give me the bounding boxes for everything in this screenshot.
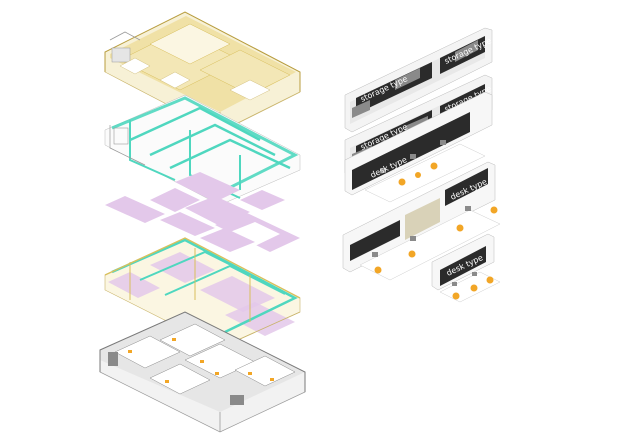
- storage-type-panel-1: storage type storage type: [344, 27, 493, 133]
- desk-type-panel-1: desk type: [344, 91, 493, 203]
- top-structure-layer: [104, 11, 301, 133]
- desk-type-panel-2: desk type: [342, 161, 501, 281]
- circulation-layer: [104, 94, 301, 206]
- furnished-layer: [99, 311, 306, 433]
- zoning-layer: [105, 172, 300, 252]
- desk-type-panel-3: desk type: [431, 233, 501, 303]
- combined-layer: [104, 237, 301, 349]
